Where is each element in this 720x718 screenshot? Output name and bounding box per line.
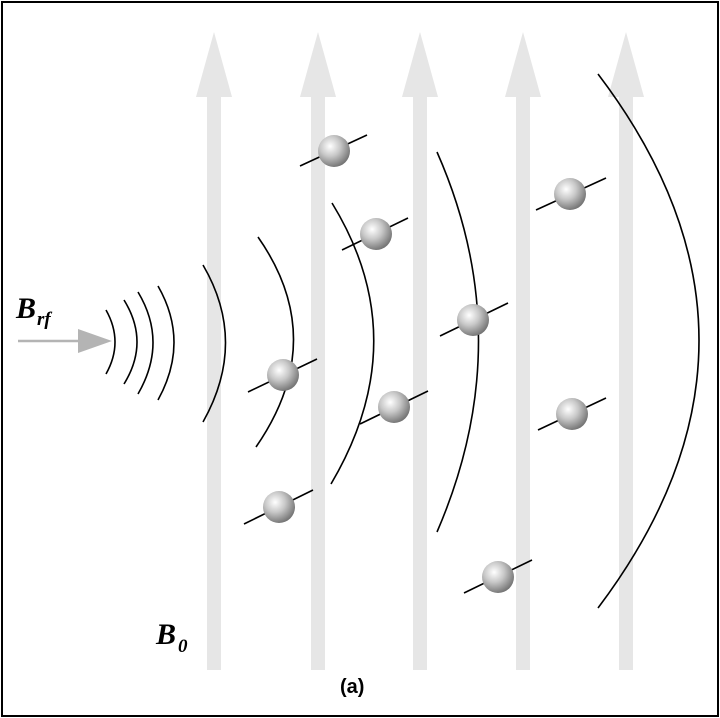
spinning-nucleus-icon (556, 398, 588, 430)
spinning-nucleus-icon (263, 491, 295, 523)
wavefront (330, 202, 375, 485)
up-arrow-icon (505, 32, 541, 97)
b0-field-arrow (196, 32, 232, 670)
spinning-nucleus-icon (267, 359, 299, 391)
spinning-nucleus (243, 489, 314, 525)
spinning-nucleus-icon (482, 561, 514, 593)
up-arrow-icon (608, 32, 644, 97)
nuclei (243, 134, 607, 594)
b0-field-arrow (608, 32, 644, 670)
b0-subscript: 0 (178, 636, 188, 657)
rf-arrow (18, 329, 112, 353)
wavefront (123, 299, 138, 385)
figure-caption: (a) (340, 676, 364, 698)
b0-field-arrow (300, 32, 336, 670)
spinning-nucleus-icon (378, 391, 410, 423)
right-arrow-icon (78, 329, 112, 353)
b-rf-subscript: rf (37, 309, 52, 330)
wavefront (436, 151, 480, 533)
spinning-nucleus (247, 358, 318, 393)
rf-wavefronts (105, 73, 700, 609)
wavefront (157, 285, 175, 401)
spinning-nucleus (299, 134, 368, 167)
spinning-nucleus (535, 177, 607, 211)
spinning-nucleus (463, 559, 533, 594)
spinning-nucleus (341, 217, 409, 251)
wavefront (137, 291, 154, 395)
b0-field-lines (196, 32, 644, 670)
wavefront (202, 264, 227, 423)
spinning-nucleus-icon (457, 304, 489, 336)
wavefront (105, 309, 116, 375)
b0-field-arrow (402, 32, 438, 670)
b0-field-arrow (505, 32, 541, 670)
wavefront (255, 236, 295, 448)
spinning-nucleus (439, 302, 509, 337)
up-arrow-icon (402, 32, 438, 97)
spinning-nucleus (537, 397, 607, 431)
wavefront (597, 73, 700, 609)
up-arrow-icon (196, 32, 232, 97)
spinning-nucleus-icon (554, 178, 586, 210)
b-rf-label: Brf (15, 292, 52, 330)
spinning-nucleus-icon (360, 218, 392, 250)
spinning-nucleus (359, 390, 429, 425)
up-arrow-icon (300, 32, 336, 97)
spinning-nucleus-icon (318, 135, 350, 167)
